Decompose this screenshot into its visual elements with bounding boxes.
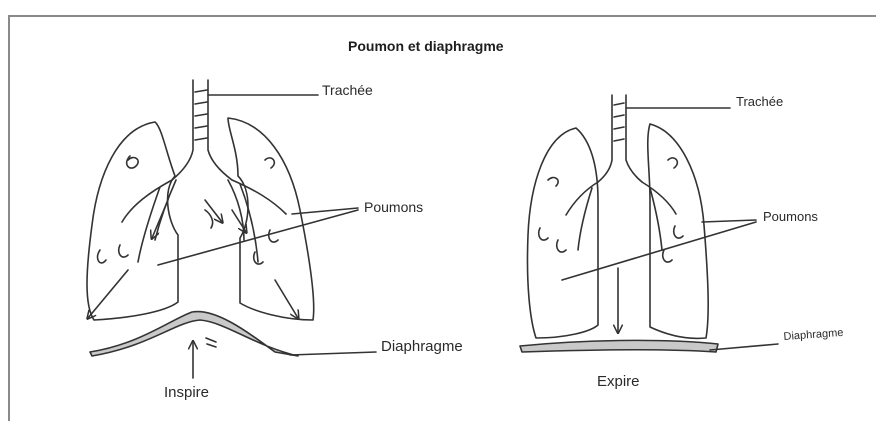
expire-caption: Expire — [597, 373, 640, 390]
right-trachea-rings — [614, 103, 624, 141]
left-lung-right — [228, 118, 314, 320]
right-bronchi-right — [642, 182, 676, 250]
left-air-arrow-1 — [152, 200, 168, 238]
left-diaphragm-leader — [290, 352, 376, 355]
left-lungs-label: Poumons — [364, 199, 423, 215]
inspire-caption: Inspire — [164, 384, 209, 401]
left-bronchiole-curls — [98, 156, 278, 264]
left-air-arrow-4 — [232, 210, 246, 232]
left-lungs-figure — [87, 80, 376, 378]
right-lung-right — [648, 124, 708, 338]
right-lungs-label: Poumons — [763, 209, 818, 224]
right-trachea-label: Trachée — [736, 94, 783, 109]
left-lung-left — [87, 122, 178, 320]
right-diaphragm-leader — [710, 344, 778, 350]
left-bronchi-right — [228, 180, 286, 262]
diagram-title: Poumon et diaphragme — [348, 38, 504, 54]
left-air-arrow-2 — [88, 270, 128, 318]
right-bronchi-left — [566, 182, 598, 250]
left-trachea-rings — [195, 90, 207, 140]
left-trachea-label: Trachée — [322, 82, 373, 98]
left-air-arrow-5 — [275, 280, 298, 318]
left-motion-ticks — [206, 338, 216, 347]
right-lungs-figure — [520, 95, 778, 352]
left-trachea-wall-left — [172, 80, 193, 180]
left-diaphragm-label: Diaphragme — [381, 338, 463, 355]
right-diaphragm — [520, 340, 718, 352]
right-trachea-wall-left — [598, 95, 612, 182]
